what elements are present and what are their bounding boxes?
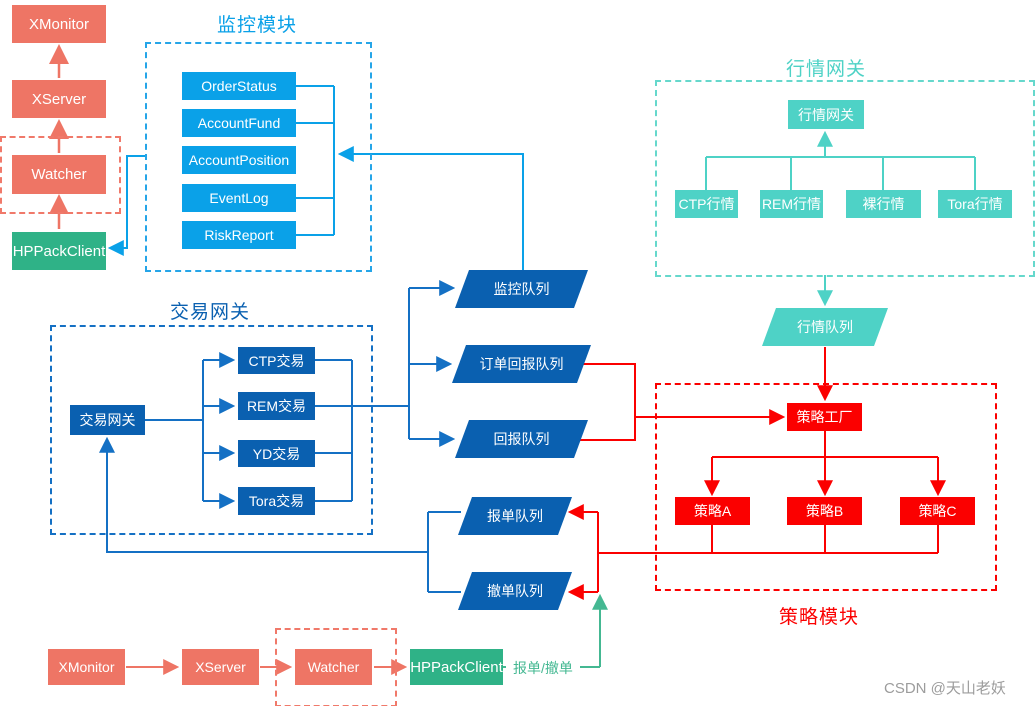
monitor-module-frame xyxy=(145,42,372,272)
node-xmonitor-bottom: XMonitor xyxy=(48,649,125,685)
node-raw-marketdata: 裸行情 xyxy=(846,190,921,218)
node-strategy-factory: 策略工厂 xyxy=(787,403,862,431)
node-watcher-bottom: Watcher xyxy=(295,649,372,685)
node-watcher-left: Watcher xyxy=(12,155,106,194)
watcher-frame-top xyxy=(0,136,121,214)
node-riskreport: RiskReport xyxy=(182,221,296,249)
monitor-module-title: 监控模块 xyxy=(217,15,298,36)
node-strategy-b: 策略B xyxy=(787,497,862,525)
node-eventlog: EventLog xyxy=(182,184,296,212)
market-module-title: 行情网关 xyxy=(786,59,867,80)
node-strategy-c: 策略C xyxy=(900,497,975,525)
trade-module-frame xyxy=(50,325,373,535)
node-accountposition: AccountPosition xyxy=(182,146,296,174)
node-tora-marketdata: Tora行情 xyxy=(938,190,1012,218)
node-orderstatus: OrderStatus xyxy=(182,72,296,100)
strategy-module-frame xyxy=(655,383,997,591)
node-hppackclient-bottom: HPPackClient xyxy=(410,649,503,685)
node-trade-gateway: 交易网关 xyxy=(70,405,145,435)
market-module-frame xyxy=(655,80,1035,277)
queue-order-report: 订单回报队列 xyxy=(452,345,591,383)
node-xmonitor-left: XMonitor xyxy=(12,5,106,43)
queue-order: 报单队列 xyxy=(458,497,572,535)
queue-cancel: 撤单队列 xyxy=(458,572,572,610)
node-yd-trade: YD交易 xyxy=(238,440,315,467)
monitor-connectors xyxy=(107,85,524,270)
node-ctp-marketdata: CTP行情 xyxy=(675,190,738,218)
node-market-gateway: 行情网关 xyxy=(788,100,864,129)
trade-connectors xyxy=(145,352,409,509)
watermark: CSDN @天山老妖 xyxy=(884,680,1006,697)
strategy-connectors xyxy=(567,347,946,600)
queue-monitor: 监控队列 xyxy=(455,270,588,308)
node-xserver-left: XServer xyxy=(12,80,106,118)
queue-distribution xyxy=(99,280,461,593)
strategy-module-title: 策略模块 xyxy=(779,607,860,628)
node-accountfund: AccountFund xyxy=(182,109,296,137)
market-connectors xyxy=(705,130,976,307)
node-rem-trade: REM交易 xyxy=(238,392,315,420)
node-strategy-a: 策略A xyxy=(675,497,750,525)
node-rem-marketdata: REM行情 xyxy=(760,190,823,218)
node-ctp-trade: CTP交易 xyxy=(238,347,315,374)
queue-report: 回报队列 xyxy=(455,420,588,458)
order-cancel-label: 报单/撤单 xyxy=(506,659,580,676)
node-xserver-bottom: XServer xyxy=(182,649,259,685)
node-tora-trade: Tora交易 xyxy=(238,487,315,515)
node-hppackclient-left: HPPackClient xyxy=(12,232,106,270)
trade-module-title: 交易网关 xyxy=(170,302,251,323)
queue-market: 行情队列 xyxy=(762,308,888,346)
